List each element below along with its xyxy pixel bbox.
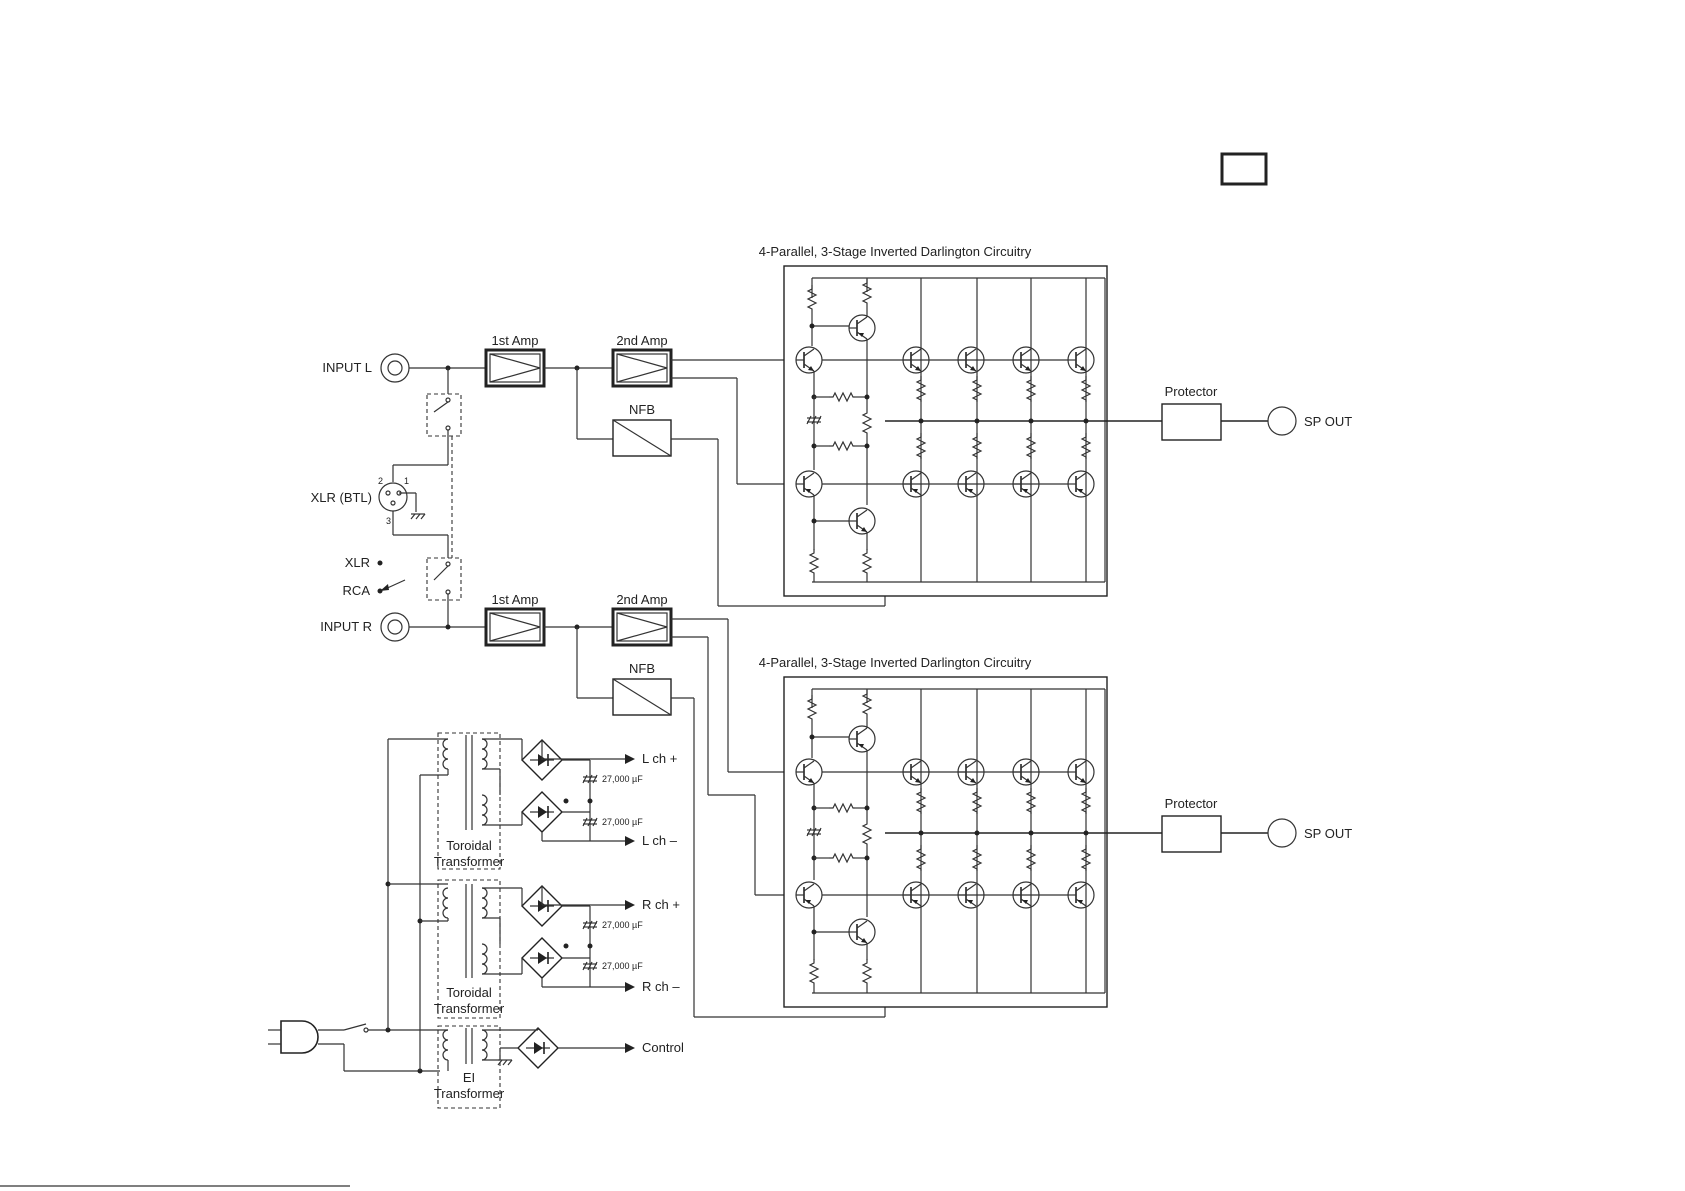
pin2-label: 2 xyxy=(378,476,383,486)
power-supply: Toroidal Transformer L ch + L ch – 27,00… xyxy=(268,732,684,1109)
marker-box xyxy=(1220,152,1268,186)
sp-out-label-l: SP OUT xyxy=(1304,414,1352,429)
sp-out-terminal-r xyxy=(1267,818,1297,848)
nfb-label-r: NFB xyxy=(629,661,655,676)
cap-label-3: 27,000 µF xyxy=(602,920,643,930)
rca-jack-icon xyxy=(380,612,410,642)
nfb-label: NFB xyxy=(629,402,655,417)
rch-minus-label: R ch – xyxy=(642,979,680,994)
right-channel-amps: 1st Amp 2nd Amp NFB xyxy=(484,592,886,1018)
protector-l: Protector SP OUT xyxy=(1161,384,1352,441)
protector-label-r: Protector xyxy=(1165,796,1218,811)
pin1-label: 1 xyxy=(404,476,409,486)
toroidal-label-1: Toroidal xyxy=(446,838,492,853)
sp-out-label-r: SP OUT xyxy=(1304,826,1352,841)
amp2-label-r: 2nd Amp xyxy=(616,592,667,607)
sp-out-terminal-l xyxy=(1267,406,1297,436)
ac-plug-icon xyxy=(268,1020,319,1054)
toroidal-label-2: Toroidal xyxy=(446,985,492,1000)
darlington-title-r: 4-Parallel, 3-Stage Inverted Darlington … xyxy=(759,655,1032,670)
darlington-block-l: 4-Parallel, 3-Stage Inverted Darlington … xyxy=(759,244,1165,597)
input-r-label: INPUT R xyxy=(320,619,372,634)
left-channel-amps: 1st Amp 2nd Amp NFB xyxy=(484,333,886,607)
pin3-label: 3 xyxy=(386,516,391,526)
cap-label-4: 27,000 µF xyxy=(602,961,643,971)
lch-minus-label: L ch – xyxy=(642,833,678,848)
transformer-label-3: Transformer xyxy=(434,1086,505,1101)
lch-plus-label: L ch + xyxy=(642,751,677,766)
cap-label-1: 27,000 µF xyxy=(602,774,643,784)
rca-jack-icon xyxy=(380,353,410,383)
transformer-label-2: Transformer xyxy=(434,1001,505,1016)
input-section: INPUT L XLR (BTL) 2 1 3 XLR xyxy=(311,353,486,642)
ei-label: EI xyxy=(463,1070,475,1085)
xlr-btl-label: XLR (BTL) xyxy=(311,490,372,505)
amp2-label: 2nd Amp xyxy=(616,333,667,348)
xlr-connector-icon xyxy=(378,482,408,512)
cap-label-2: 27,000 µF xyxy=(602,817,643,827)
amp1-label-r: 1st Amp xyxy=(492,592,539,607)
rch-plus-label: R ch + xyxy=(642,897,680,912)
xlr-label: XLR xyxy=(345,555,370,570)
darlington-title-l: 4-Parallel, 3-Stage Inverted Darlington … xyxy=(759,244,1032,259)
protector-r: Protector SP OUT xyxy=(1161,796,1352,853)
transformer-label-1: Transformer xyxy=(434,854,505,869)
protector-label-l: Protector xyxy=(1165,384,1218,399)
input-l-label: INPUT L xyxy=(322,360,372,375)
rca-label: RCA xyxy=(343,583,371,598)
amp1-label: 1st Amp xyxy=(492,333,539,348)
output-stage-l xyxy=(885,346,1165,498)
output-stage-r xyxy=(885,758,1165,909)
darlington-block-r: 4-Parallel, 3-Stage Inverted Darlington … xyxy=(759,655,1165,1008)
control-label: Control xyxy=(642,1040,684,1055)
